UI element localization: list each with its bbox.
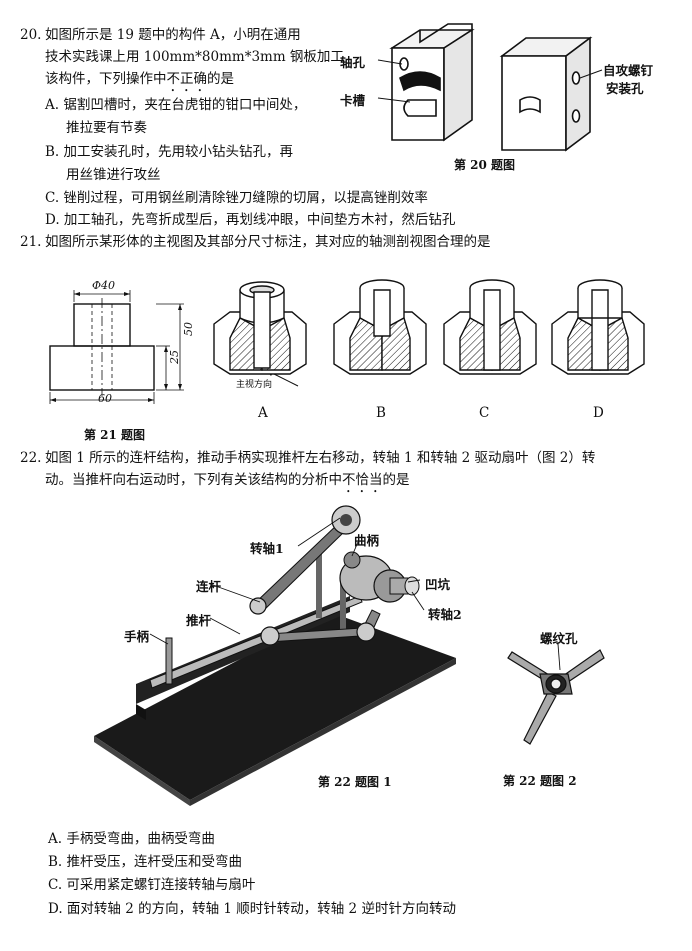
q21-option-a-figure[interactable] xyxy=(210,278,310,378)
q20-leader-slot xyxy=(377,97,411,103)
q21-option-b-figure[interactable] xyxy=(330,276,430,376)
q21-stem: 如图所示某形体的主视图及其部分尺寸标注，其对应的轴测剖视图合理的是 xyxy=(45,234,491,250)
q22-push-rod xyxy=(149,595,363,689)
q20-figure-caption: 第 20 题图 xyxy=(454,158,516,172)
q20-option-c[interactable]: C. 锉削过程，可用钢丝刷清除锉刀缝隙的切屑，以提高锉削效率 xyxy=(45,190,428,206)
q21-front-view xyxy=(49,290,184,404)
q21-dim-25: 25 xyxy=(168,350,181,364)
q21-dim-60: 60 xyxy=(98,392,112,405)
q22-label-shaft2: 转轴2 xyxy=(428,607,462,622)
q22-stem-pre: 动。当推杆向右运动时，下列有关该结构的分析中 xyxy=(45,472,342,488)
q20-stem-line2: 技术实践课上用 100mm*80mm*3mm 钢板加工 xyxy=(45,49,344,65)
q22-option-c[interactable]: C. 可采用紧定螺钉连接转轴与扇叶 xyxy=(48,877,256,893)
q22-option-b[interactable]: B. 推杆受压，连杆受压和受弯曲 xyxy=(48,854,243,870)
q20-bracket-right xyxy=(499,36,593,152)
q22-label-pushrod: 推杆 xyxy=(186,613,212,628)
q22-emphasis: 不恰当 xyxy=(342,472,383,488)
q21-dim-diameter: Φ40 xyxy=(92,279,116,292)
q22-figure2-caption: 第 22 题图 2 xyxy=(503,774,577,788)
q22-link-long xyxy=(253,521,349,613)
q21-option-b-label[interactable]: B xyxy=(376,405,386,421)
q20-option-d[interactable]: D. 加工轴孔，先弯折成型后，再划线冲眼，中间垫方木衬，然后钻孔 xyxy=(45,212,456,228)
q20-label-slot: 卡槽 xyxy=(340,93,366,108)
q22-stem-post: 的是 xyxy=(382,472,410,488)
q22-figure1-caption: 第 22 题图 1 xyxy=(318,775,392,789)
q20-stem-line1: 如图所示是 19 题中的构件 A，小明在通用 xyxy=(45,27,301,43)
q22-crank xyxy=(343,551,361,569)
q20-figure xyxy=(377,23,603,152)
q20-option-a-line1[interactable]: A. 锯割凹槽时，夹在台虎钳的钳口中间处， xyxy=(45,97,307,113)
q22-label-thread-hole: 螺纹孔 xyxy=(540,631,578,646)
q20-label-screw-line1: 自攻螺钉 xyxy=(603,63,654,78)
q22-figure1 xyxy=(94,505,456,806)
q22-base-plate xyxy=(94,612,456,800)
q22-figure2 xyxy=(507,643,605,745)
q22-label-handle: 手柄 xyxy=(124,629,150,644)
q21-option-d-label[interactable]: D xyxy=(593,405,604,421)
q20-option-b-line2: 用丝锥进行攻丝 xyxy=(66,167,161,183)
q22-blade-3 xyxy=(523,691,557,745)
q22-option-d[interactable]: D. 面对转轴 2 的方向，转轴 1 顺时针转动，转轴 2 逆时针方向转动 xyxy=(48,901,456,917)
q20-option-a-line2: 推拉要有节奏 xyxy=(66,120,147,136)
q22-stem-line2: 动。当推杆向右运动时，下列有关该结构的分析中不恰当的是 xyxy=(45,471,410,496)
q21-option-c-figure[interactable] xyxy=(440,276,540,376)
q22-label-link: 连杆 xyxy=(196,579,222,594)
q22-stem-line1: 如图 1 所示的连杆结构，推动手柄实现推杆左右移动，转轴 1 和转轴 2 驱动扇… xyxy=(45,450,596,466)
q20-bracket-left xyxy=(389,23,475,142)
q22-label-dimple: 凹坑 xyxy=(425,577,451,592)
q22-label-shaft1: 转轴1 xyxy=(250,541,284,556)
q21-dim-50: 50 xyxy=(182,322,195,336)
q22-label-crank: 曲柄 xyxy=(354,533,380,548)
q21-view-direction-label: 主视方向 xyxy=(236,380,273,390)
q22-option-a[interactable]: A. 手柄受弯曲，曲柄受弯曲 xyxy=(48,831,215,847)
q22-number: 22. xyxy=(20,450,42,466)
q20-label-screw-line2: 安装孔 xyxy=(606,81,644,96)
q21-option-a-label[interactable]: A xyxy=(258,405,268,421)
q20-stem-pre: 该构件，下列操作中 xyxy=(45,71,167,87)
q20-emphasis: 不正确 xyxy=(166,71,208,87)
q21-option-d-figure[interactable] xyxy=(548,276,648,376)
q20-option-b-line1[interactable]: B. 加工安装孔时，先用较小钻头钻孔，再 xyxy=(45,144,294,160)
q21-figure-caption: 第 21 题图 xyxy=(84,428,146,442)
q22-handle xyxy=(165,637,173,685)
q20-stem-line3: 该构件，下列操作中不正确的是 xyxy=(45,70,234,95)
q21-number: 21. xyxy=(20,234,42,250)
q21-option-c-label[interactable]: C xyxy=(479,405,490,421)
q20-number: 20. xyxy=(20,27,42,43)
q20-leader-screw-hole xyxy=(579,69,603,79)
q20-label-shaft-hole: 轴孔 xyxy=(340,55,366,70)
q20-stem-post: 的是 xyxy=(207,71,234,87)
q20-leader-shaft-hole xyxy=(377,59,403,65)
